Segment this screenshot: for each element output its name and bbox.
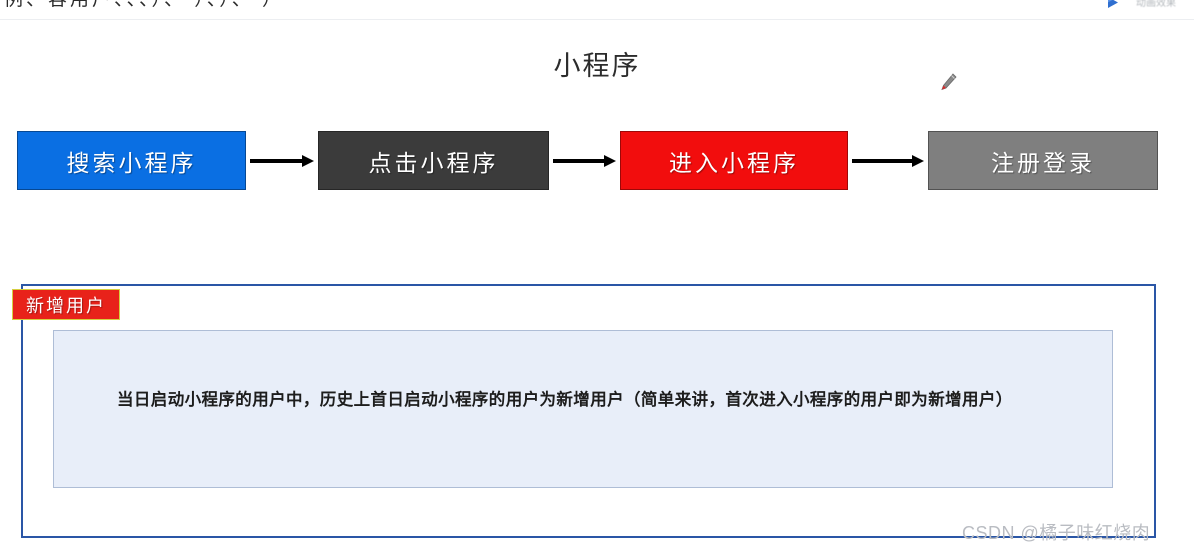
animation-label: 动画效果 [1136,0,1176,9]
flow-step-4[interactable]: 注册登录 [928,131,1158,190]
flow-step-3-label: 进入小程序 [669,150,799,176]
page-title: 小程序 [553,51,641,81]
pen-annotation-icon [941,73,957,91]
clipped-toolbar-strip: 例、容用户、、、）、 ）、）、 ） 动画效果 [0,0,1194,20]
right-arrow-icon [852,155,924,167]
flow-step-3[interactable]: 进入小程序 [620,131,848,190]
watermark: CSDN @橘子味红烧肉 [962,523,1151,543]
definition-body-text: 当日启动小程序的用户中，历史上首日启动小程序的用户为新增用户（简单来讲，首次进入… [117,390,1013,409]
flow-step-2[interactable]: 点击小程序 [318,131,549,190]
flow-step-1[interactable]: 搜索小程序 [17,131,246,190]
right-arrow-icon [553,155,616,167]
definition-inner-box [53,330,1113,488]
clipped-toolbar-text: 例、容用户、、、）、 ）、）、 ） [4,0,284,11]
right-arrow-icon [250,155,314,167]
status-badge-label: 新增用户 [26,295,106,316]
blue-triangle-play-icon[interactable] [1106,0,1120,10]
flow-step-4-label: 注册登录 [991,150,1095,176]
flow-step-1-label: 搜索小程序 [66,150,197,176]
status-badge[interactable]: 新增用户 [12,289,120,320]
flow-step-2-label: 点击小程序 [368,150,499,176]
